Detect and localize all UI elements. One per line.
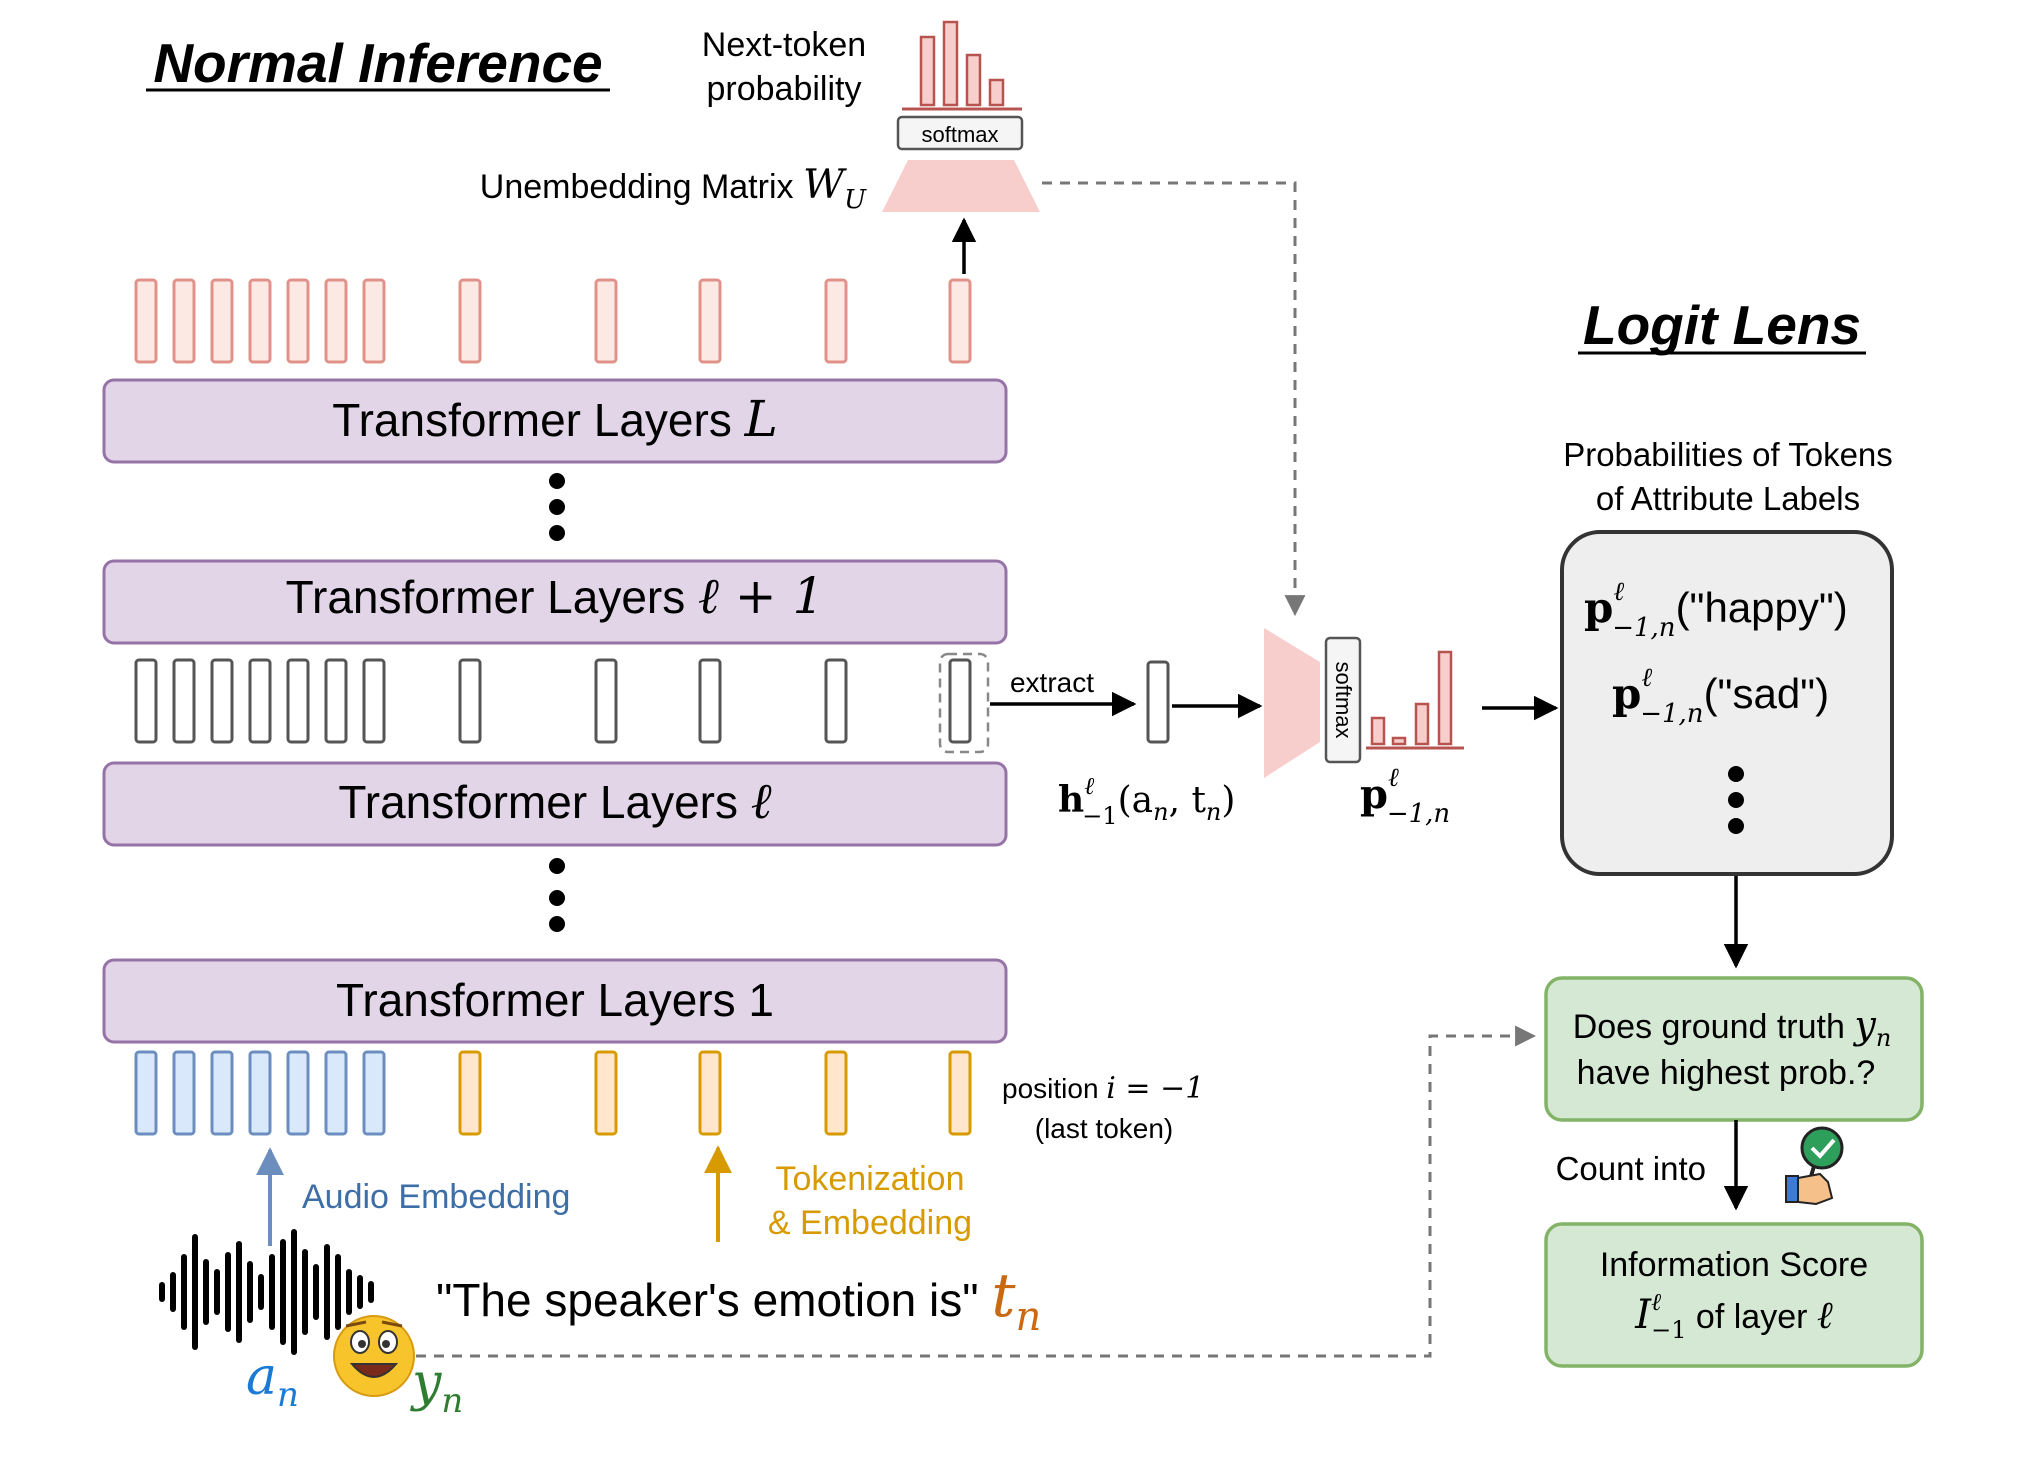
- information-score-box: [1544, 1222, 1924, 1368]
- output-token-vector: [172, 278, 196, 364]
- prob-happy-entry: pℓ−1,n("happy"): [1584, 577, 1848, 643]
- vertical-ellipsis-lower: [549, 858, 565, 932]
- logit-lens-softmax-box: [1324, 636, 1362, 764]
- top-softmax-label: softmax: [921, 122, 998, 147]
- output-token-vector: [286, 278, 310, 364]
- ground-truth-symbol: yn: [410, 1353, 463, 1421]
- thumbs-up-hand-icon: [1785, 1172, 1834, 1206]
- attribute-probs-title-line2: of Attribute Labels: [1596, 480, 1860, 517]
- output-token-vector: [248, 278, 272, 364]
- middle-token-row: [134, 658, 972, 744]
- information-score-line1: Information Score: [1600, 1246, 1868, 1284]
- extract-label: extract: [1010, 667, 1094, 698]
- position-label: position i = −1: [1002, 1071, 1204, 1106]
- input-token-vector: [286, 1050, 310, 1136]
- input-token-vector: [248, 1050, 272, 1136]
- hidden-token-vector: [458, 658, 482, 744]
- next-token-label-line2: probability: [707, 70, 862, 108]
- vertical-ellipsis-upper: [549, 473, 565, 541]
- information-score-line2: Iℓ−1 of layer ℓ: [1634, 1288, 1833, 1344]
- input-token-row: [134, 1050, 972, 1136]
- output-token-vector: [134, 278, 158, 364]
- input-token-vector: [210, 1050, 234, 1136]
- input-token-vector: [458, 1050, 482, 1136]
- output-token-vector: [362, 278, 386, 364]
- question-line2: have highest prob.?: [1577, 1054, 1876, 1092]
- output-token-vector: [824, 278, 848, 364]
- attribute-probs-title-line1: Probabilities of Tokens: [1563, 436, 1893, 473]
- audio-symbol: an: [246, 1347, 299, 1415]
- hidden-token-vector: [134, 658, 158, 744]
- transformer-layer-top-label: Transformer Layers L: [332, 390, 778, 448]
- tokenization-label-line2: & Embedding: [768, 1204, 972, 1242]
- dashed-unembedding-reuse: [1042, 181, 1306, 617]
- output-token-vector: [324, 278, 348, 364]
- layer-prob-bar-chart: [1366, 650, 1464, 750]
- input-token-vector: [134, 1050, 158, 1136]
- input-token-vector: [172, 1050, 196, 1136]
- emoji-face-icon: [333, 1315, 415, 1397]
- logit-lens-softmax-label: softmax: [1331, 661, 1356, 738]
- next-token-label-line1: Next-token: [702, 26, 866, 64]
- dashed-ground-truth-route: [416, 1025, 1537, 1358]
- tokenization-label-line1: Tokenization: [775, 1160, 964, 1198]
- extracted-token-highlight: [938, 652, 990, 754]
- magnifier-check-icon: [1800, 1126, 1844, 1181]
- transformer-layer-l: [102, 761, 1008, 847]
- logit-lens-unembedding-shape: [1264, 628, 1320, 778]
- output-token-vector: [458, 278, 482, 364]
- hidden-token-vector: [362, 658, 386, 744]
- hidden-token-vector: [324, 658, 348, 744]
- input-token-vector: [948, 1050, 972, 1136]
- transformer-layer-l-label: Transformer Layers ℓ: [338, 772, 771, 830]
- hidden-token-vector: [172, 658, 196, 744]
- question-line1: Does ground truth yn: [1573, 1003, 1892, 1052]
- audio-embedding-label: Audio Embedding: [302, 1178, 570, 1216]
- attribute-probs-box: [1560, 530, 1894, 876]
- extracted-hidden-state: [1146, 660, 1170, 744]
- next-token-bar-chart: [902, 20, 1022, 111]
- input-token-vector: [362, 1050, 386, 1136]
- input-token-vector: [594, 1050, 618, 1136]
- transformer-layer-l-plus-1: [102, 559, 1008, 645]
- input-token-vector: [698, 1050, 722, 1136]
- output-token-vector: [210, 278, 234, 364]
- hidden-token-vector: [948, 658, 972, 744]
- top-softmax-box: [896, 115, 1024, 151]
- input-token-vector: [824, 1050, 848, 1136]
- audio-waveform-icon: [159, 1229, 374, 1355]
- unembedding-label: Unembedding Matrix WU: [480, 162, 867, 215]
- count-into-label: Count into: [1556, 1150, 1706, 1187]
- hidden-token-vector: [698, 658, 722, 744]
- hidden-token-vector: [824, 658, 848, 744]
- normal-inference-title: Normal Inference: [153, 32, 602, 94]
- top-token-row: [134, 278, 972, 364]
- hidden-state-formula: hℓ−1(an, tn): [1058, 772, 1235, 830]
- transformer-layer-1: [102, 958, 1008, 1044]
- output-token-vector: [948, 278, 972, 364]
- prompt-text: "The speaker's emotion is" tn: [436, 1261, 1041, 1340]
- unembedding-matrix-shape: [882, 160, 1040, 212]
- hidden-token-vector: [248, 658, 272, 744]
- output-token-vector: [698, 278, 722, 364]
- prob-sad-entry: pℓ−1,n("sad"): [1612, 663, 1829, 729]
- output-token-vector: [594, 278, 618, 364]
- input-token-vector: [324, 1050, 348, 1136]
- transformer-layer-top: [102, 378, 1008, 464]
- hidden-token-vector: [594, 658, 618, 744]
- hidden-token-vector: [210, 658, 234, 744]
- hidden-token-vector: [286, 658, 310, 744]
- ground-truth-question-box: [1544, 976, 1924, 1122]
- layer-prob-formula: pℓ−1,n: [1360, 763, 1450, 829]
- transformer-layer-l-plus-1-label: Transformer Layers ℓ + 1: [286, 567, 825, 625]
- logit-lens-title: Logit Lens: [1583, 294, 1861, 356]
- last-token-label: (last token): [1035, 1113, 1174, 1144]
- vertical-ellipsis-labels: [1728, 766, 1744, 834]
- transformer-layer-1-label: Transformer Layers 1: [336, 974, 774, 1026]
